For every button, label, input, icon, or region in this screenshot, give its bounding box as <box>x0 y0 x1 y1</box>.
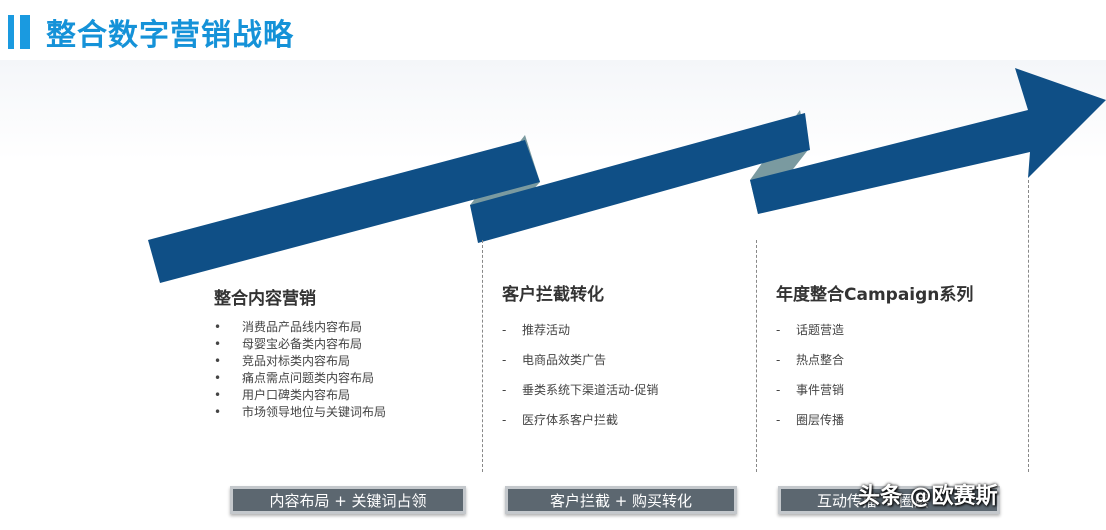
list-item: •竞品对标类内容布局 <box>214 354 351 368</box>
divider-line <box>1028 180 1029 472</box>
section-heading: 客户拦截转化 <box>502 285 604 305</box>
list-item: -垂类系统下渠道活动-促销 <box>502 383 659 397</box>
section-customer-conversion: 客户拦截转化 -推荐活动 -电商品效类广告 -垂类系统下渠道活动-促销 -医疗体… <box>502 280 658 435</box>
section-heading: 年度整合Campaign系列 <box>776 285 974 305</box>
stage-button-conversion: 客户拦截 + 购买转化 <box>505 486 737 514</box>
arrow-segment-2 <box>470 113 810 243</box>
list-item: •用户口碑类内容布局 <box>214 388 351 402</box>
title-accent-bar <box>20 15 30 49</box>
arrow-segment-1 <box>148 140 540 283</box>
list-item: -话题营造 <box>776 323 845 337</box>
list-item: -圈层传播 <box>776 413 845 427</box>
list-item: -医疗体系客户拦截 <box>502 413 619 427</box>
section-annual-campaign: 年度整合Campaign系列 -话题营造 -热点整合 -事件营销 -圈层传播 <box>776 280 973 435</box>
list-item: •消费品产品线内容布局 <box>214 320 363 334</box>
list-item: -电商品效类广告 <box>502 353 607 367</box>
section-heading: 整合内容营销 <box>214 289 316 309</box>
arrow-segment-3 <box>750 68 1106 214</box>
list-item: -推荐活动 <box>502 323 571 337</box>
list-item: -热点整合 <box>776 353 845 367</box>
section-content-marketing: 整合内容营销 •消费品产品线内容布局 •母婴宝必备类内容布局 •竞品对标类内容布… <box>214 284 386 421</box>
list-item: •痛点需点问题类内容布局 <box>214 371 375 385</box>
watermark: 头条 @欧赛斯 <box>858 484 998 509</box>
title-bar: 整合数字营销战略 <box>8 14 294 53</box>
page-title: 整合数字营销战略 <box>46 18 294 53</box>
divider-line <box>482 240 483 472</box>
stage-button-content: 内容布局 + 关键词占领 <box>230 486 466 514</box>
list-item: •市场领导地位与关键词布局 <box>214 405 387 419</box>
list-item: -事件营销 <box>776 383 845 397</box>
list-item: •母婴宝必备类内容布局 <box>214 337 363 351</box>
stage-button-interaction: 互动传播 + 圈层 <box>778 486 1000 514</box>
divider-line <box>756 240 757 472</box>
title-accent-bar <box>8 15 14 49</box>
